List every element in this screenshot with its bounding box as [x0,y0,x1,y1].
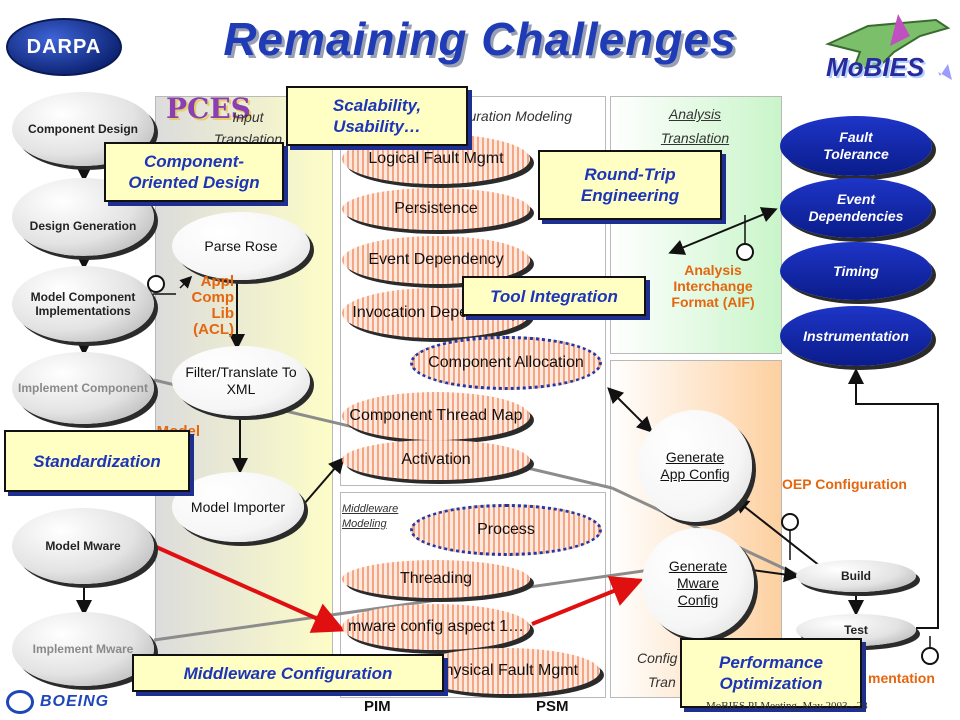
persistence-node[interactable]: Persistence [342,188,530,230]
event-dependencies-node[interactable]: Event Dependencies [780,178,932,238]
component-thread-map-node[interactable]: Component Thread Map [342,392,530,440]
analysis-translation-header: Analysis Translation [660,106,730,146]
component-design-node[interactable]: Component Design [12,92,154,166]
config-translation-header-2: Tran [648,674,676,690]
scalability-usability-callout: Scalability, Usability… [286,86,468,146]
generate-mware-config-node[interactable]: Generate Mware Config [642,528,754,638]
boeing-logo-text: BOEING [40,693,110,710]
component-oriented-design-callout: Component-Oriented Design [104,142,284,202]
mobies-logo-text: MoBIES [826,52,925,82]
logical-fault-mgmt-node[interactable]: Logical Fault Mgmt [342,134,530,184]
implement-mware-node[interactable]: Implement Mware [12,612,154,686]
config-translation-header-1: Config [637,650,678,666]
darpa-logo: DARPA [6,18,122,76]
boeing-swoosh-icon [6,690,34,714]
pces-logo: PCES [166,92,264,130]
middleware-configuration-callout: Middleware Configuration [132,654,444,692]
process-node[interactable]: Process [410,504,602,556]
fault-tolerance-node[interactable]: Fault Tolerance [780,116,932,176]
generate-app-config-node[interactable]: Generate App Config [638,410,752,522]
pim-label: PIM [364,698,391,715]
implement-component-node[interactable]: Implement Component [12,352,154,424]
implementation-partial-label: mentation [868,670,935,686]
mware-config-aspect-node[interactable]: mware config aspect 1… [342,604,530,650]
acl-label: Appl Comp Lib (ACL) [191,273,235,338]
threading-node[interactable]: Threading [342,560,530,598]
standardization-callout: Standardization [4,430,190,492]
timing-node[interactable]: Timing [780,242,932,300]
build-node[interactable]: Build [796,560,916,592]
boeing-logo: BOEING [6,690,109,714]
oep-configuration-label: OEP Configuration [782,476,907,492]
model-component-implementations-node[interactable]: Model Component Implementations [12,266,154,342]
mobies-logo: MoBIES [808,6,956,96]
instrumentation-node[interactable]: Instrumentation [780,306,932,366]
model-importer-node[interactable]: Model Importer [172,472,304,542]
darpa-logo-text: DARPA [26,35,102,58]
round-trip-engineering-callout: Round-Trip Engineering [538,150,722,220]
analysis-interchange-format-label: Analysis Interchange Format (AIF) [671,262,755,310]
performance-optimization-callout: Performance Optimization [680,638,862,708]
jet-icon [824,14,952,80]
parse-rose-node[interactable]: Parse Rose [172,212,310,280]
model-mware-node[interactable]: Model Mware [12,508,154,584]
middleware-modeling-header: Middleware Modeling [342,503,399,530]
tool-integration-callout: Tool Integration [462,276,646,316]
slide-title: Remaining Challenges [223,13,737,65]
activation-node[interactable]: Activation [342,440,530,480]
psm-label: PSM [536,698,569,715]
pces-logo-text: PCES [166,92,251,125]
filter-translate-node[interactable]: Filter/Translate To XML [172,346,310,416]
component-allocation-node[interactable]: Component Allocation [410,336,602,390]
footer-text: MoBIES PI Meeting, May 2003 - 28 [706,700,868,712]
